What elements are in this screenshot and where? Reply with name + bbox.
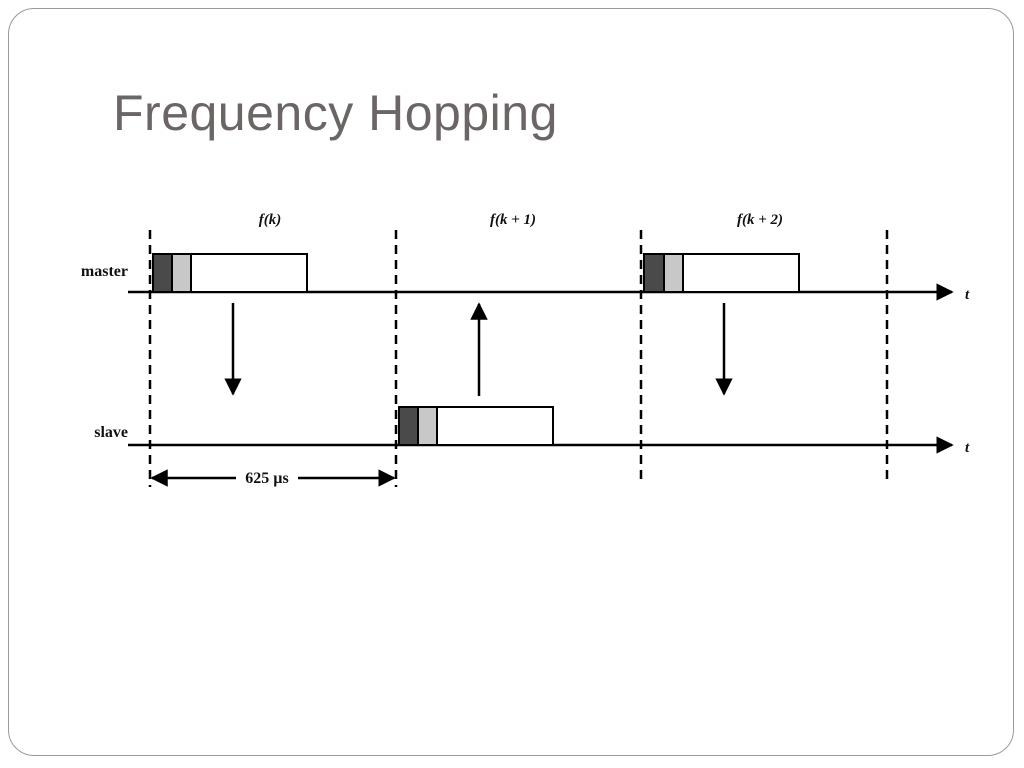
freq-label-k: f(k) [259, 212, 282, 228]
slide-title: Frequency Hopping [113, 85, 558, 141]
freq-label-k-plus-1: f(k + 1) [490, 212, 536, 228]
slave-packet-1 [398, 406, 554, 446]
freq-label-k-plus-2: f(k + 2) [737, 212, 783, 228]
master-label: master [81, 263, 128, 280]
master-axis-label: t [965, 287, 970, 303]
slot-duration-label: 625 µs [245, 470, 288, 487]
master-packet-2 [643, 253, 800, 293]
slide-frame [8, 8, 1014, 756]
slave-axis-label: t [965, 440, 970, 456]
slave-label: slave [94, 424, 128, 441]
master-packet-1 [152, 253, 308, 293]
